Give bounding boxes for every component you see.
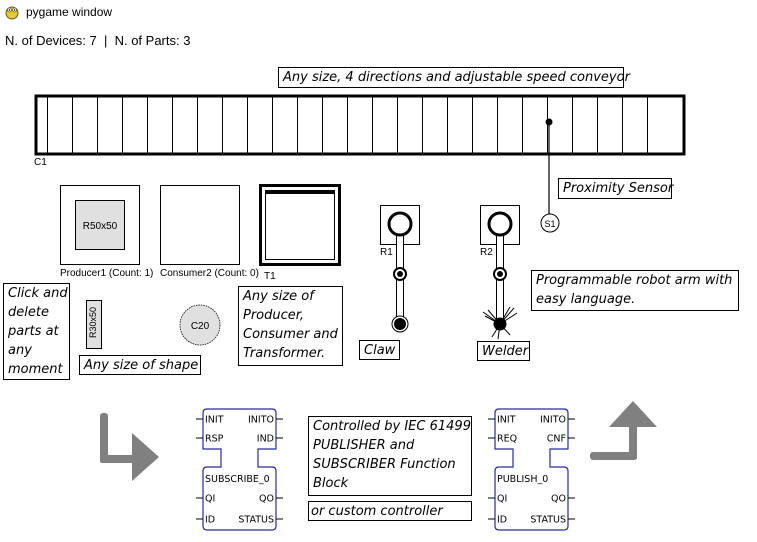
note-custom-controller: or custom controller [308,501,472,521]
note-line: Controlled by IEC 61499 [313,419,471,434]
sensor-s1[interactable] [540,213,560,233]
note-line: Block [313,476,349,491]
fb-output-label: QO [259,494,274,505]
note-line: Producer, [243,308,305,323]
note-robot: Programmable robot arm with easy languag… [531,270,739,311]
robot-r1-label: R1 [380,247,393,258]
title-bar: pygame window [0,0,757,24]
note-line: parts at [8,324,59,339]
fb-output-label: INITO [540,415,566,426]
fb-output-label: STATUS [530,515,566,526]
note-sensor: Proximity Sensor [558,178,673,199]
welder-icon [482,306,518,340]
part-r50x50[interactable] [75,200,125,250]
fb-output-label: CNF [547,434,566,445]
producer-label: Producer1 (Count: 1) [60,268,154,279]
note-line: moment [8,362,63,377]
fb-input-label: QI [497,494,507,505]
fb-input-label: REQ [497,434,517,445]
robot-base-joint [387,211,413,237]
note-robot-line: easy language. [536,292,636,307]
window-title: pygame window [26,5,113,19]
fb-instance-name: SUBSCRIBE_0 [205,474,270,485]
note-parts-click: Click and delete parts at any moment [3,283,70,380]
note-line: Click and [8,286,68,301]
fb-input-label: INIT [205,415,224,426]
note-line: any [8,343,32,358]
note-shape: Any size of shape [79,355,201,375]
consumer-box[interactable] [160,185,240,265]
publisher-function-block[interactable]: INIT INITO REQ CNF QI QO ID STATUS PUBLISH_0 [488,408,575,531]
part-c20-label: C20 [191,321,210,332]
note-line: delete [8,305,49,320]
transformer-t1[interactable] [259,184,341,266]
conveyor[interactable] [34,94,686,156]
fb-instance-name: PUBLISH_0 [497,474,548,485]
note-line: SUBSCRIBER Function [313,457,456,472]
fb-input-label: QI [205,494,215,505]
claw-icon [394,318,406,330]
note-line: Any size of [243,289,314,304]
fb-outline [202,408,277,531]
note-line: PUBLISHER and [313,438,415,453]
note-conveyor: Any size, 4 directions and adjustable sp… [278,67,630,88]
fb-output-label: IND [257,434,274,445]
fb-outline [494,408,569,531]
robot-r2[interactable] [480,205,520,340]
robot-r2-label: R2 [480,247,493,258]
conveyor-label: C1 [34,157,47,168]
fb-input-label: INIT [497,415,516,426]
conveyor-slats [47,96,648,154]
conveyor-frame[interactable] [34,94,686,156]
note-line: Consumer and [243,327,338,342]
transformer-label: T1 [264,271,276,282]
note-devices: Any size of Producer, Consumer and Trans… [238,286,343,366]
note-robot-line: Programmable robot arm with [536,273,733,288]
note-claw: Claw [359,340,400,360]
subscriber-function-block[interactable]: INIT INITO RSP IND QI QO ID STATUS SUBSCRIBE_0 [196,408,283,531]
fb-input-label: RSP [205,434,224,445]
robot-r1[interactable] [380,205,420,333]
pygame-icon [5,6,19,20]
fb-output-label: INITO [248,415,274,426]
arrow-up-turn-icon [590,401,657,460]
consumer-label: Consumer2 (Count: 0) [160,268,259,279]
fb-input-label: ID [497,515,507,526]
note-welder: Welder [477,341,530,361]
note-controller: Controlled by IEC 61499 PUBLISHER and SU… [308,416,472,496]
note-line: Transformer. [243,346,326,361]
part-r30x50[interactable] [86,300,102,349]
fb-output-label: QO [551,494,566,505]
sensor-dot [545,118,553,126]
part-r50x50-label: R50x50 [83,221,118,232]
status-text: N. of Devices: 7 | N. of Parts: 3 [5,33,191,48]
fb-output-label: STATUS [238,515,274,526]
arrow-down-right-icon [100,413,159,481]
part-r30x50-label: R30x50 [88,307,98,338]
fb-input-label: ID [205,515,215,526]
part-c20[interactable] [179,304,221,346]
sensor-label: S1 [544,219,555,229]
